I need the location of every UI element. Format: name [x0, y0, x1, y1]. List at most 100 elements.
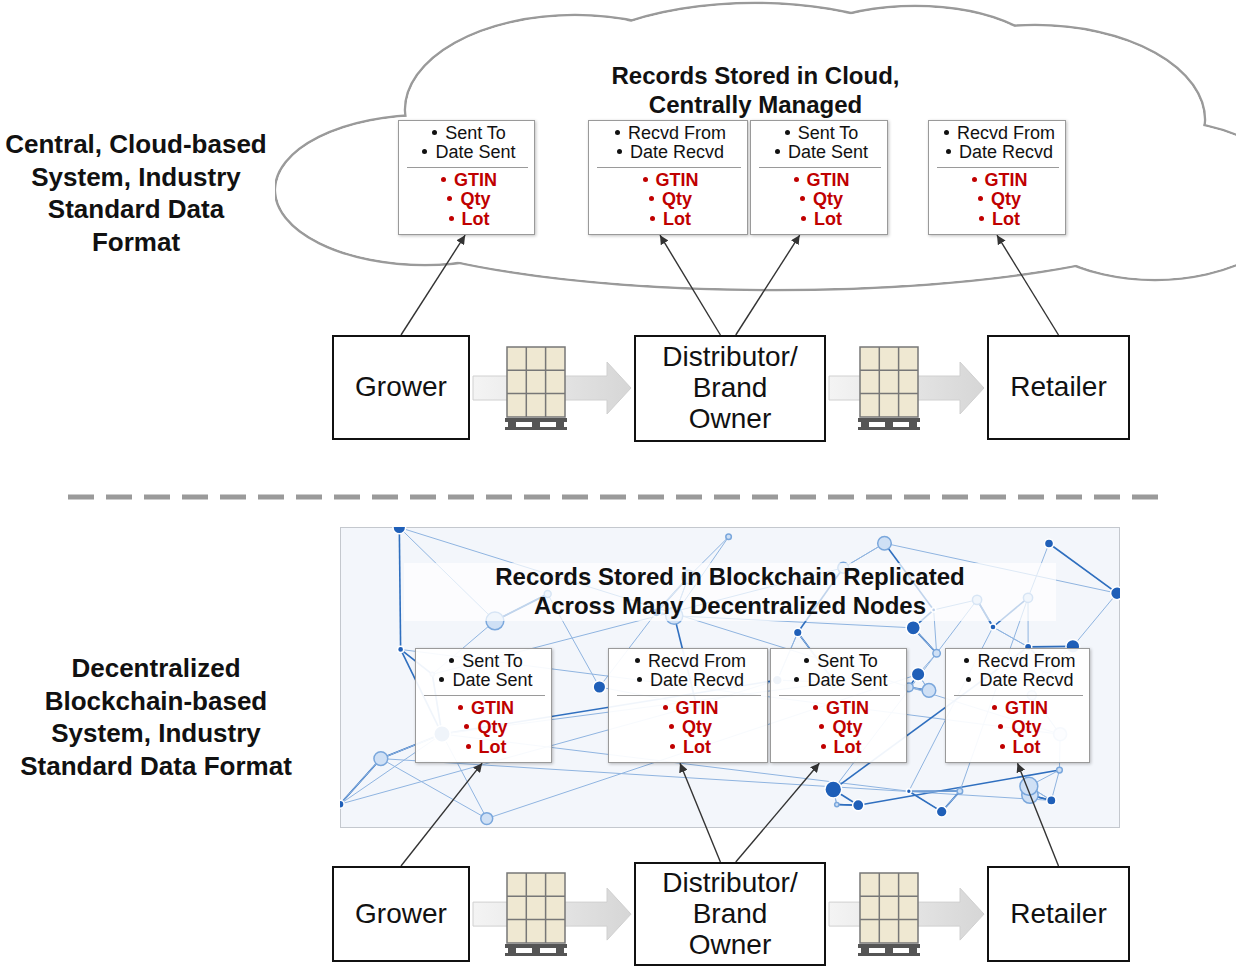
key-data-field: GTIN	[826, 698, 869, 718]
record-field: Qty	[759, 190, 881, 209]
key-data-field: Lot	[814, 209, 842, 229]
party-name: Distributor/ Brand Owner	[656, 868, 804, 960]
bullet-dot	[466, 744, 471, 749]
record-field: GTIN	[954, 695, 1083, 718]
party-name: Grower	[355, 899, 447, 930]
bullet-dot	[966, 677, 971, 682]
record-field: Date Recvd	[597, 143, 741, 162]
key-data-field: Qty	[1011, 717, 1041, 737]
record-field: Lot	[937, 210, 1059, 229]
record-field: Sent To	[759, 124, 881, 143]
bullet-dot	[946, 149, 951, 154]
key-data-field: GTIN	[676, 698, 719, 718]
record-card: Sent ToDate SentGTINQtyLot	[750, 120, 888, 235]
event-field: Date Sent	[435, 142, 515, 162]
record-field: Lot	[597, 210, 741, 229]
party-box: Distributor/ Brand Owner	[634, 335, 826, 442]
network-node	[878, 536, 892, 550]
pallet-cases	[507, 873, 565, 943]
key-data-field: GTIN	[454, 170, 497, 190]
record-field: Date Recvd	[954, 671, 1083, 690]
bullet-dot	[432, 130, 437, 135]
record-field: Qty	[424, 718, 545, 737]
key-data-field: GTIN	[656, 170, 699, 190]
network-node	[1047, 796, 1056, 805]
pallet-cases	[860, 873, 918, 943]
network-node	[990, 624, 996, 630]
key-data-field: Lot	[462, 209, 490, 229]
record-field: Sent To	[407, 124, 528, 143]
network-line	[909, 790, 960, 792]
bullet-dot	[775, 149, 780, 154]
record-field: GTIN	[424, 695, 545, 718]
key-data-field: GTIN	[807, 170, 850, 190]
bullet-dot	[637, 677, 642, 682]
record-field: Qty	[597, 190, 741, 209]
record-field: Sent To	[779, 652, 900, 671]
bullet-dot	[650, 216, 655, 221]
event-field: Date Sent	[807, 670, 887, 690]
cloud-fill	[276, 4, 1236, 288]
network-node	[481, 813, 493, 825]
record-field: Qty	[407, 190, 528, 209]
party-box: Grower	[332, 866, 470, 962]
network-node	[1111, 587, 1120, 600]
bullet-dot	[464, 724, 469, 729]
record-field: GTIN	[407, 167, 528, 190]
key-data-field: Lot	[683, 737, 711, 757]
bullet-dot	[439, 677, 444, 682]
network-line	[993, 627, 1028, 647]
event-field: Date Sent	[452, 670, 532, 690]
key-data-field: Qty	[813, 189, 843, 209]
event-field: Date Recvd	[630, 142, 724, 162]
event-field: Date Recvd	[650, 670, 744, 690]
network-node	[957, 788, 963, 794]
key-data-field: GTIN	[471, 698, 514, 718]
event-field: Sent To	[798, 123, 859, 143]
record-field: Date Sent	[424, 671, 545, 690]
record-card: Sent ToDate SentGTINQtyLot	[398, 120, 535, 235]
network-node	[936, 806, 947, 817]
pallet-icon	[858, 871, 920, 957]
bullet-dot	[944, 130, 949, 135]
pallet-icon	[505, 345, 567, 431]
network-line	[340, 759, 381, 805]
record-card: Recvd FromDate RecvdGTINQtyLot	[588, 120, 748, 235]
event-field: Recvd From	[957, 123, 1055, 143]
record-field: GTIN	[759, 167, 881, 190]
bullet-dot	[447, 196, 452, 201]
pallet-base	[858, 418, 920, 430]
record-field: GTIN	[937, 167, 1059, 190]
party-name: Retailer	[1010, 372, 1106, 403]
bullet-dot	[449, 216, 454, 221]
key-data-field: Lot	[479, 737, 507, 757]
pallet-icon	[858, 345, 920, 431]
network-line	[381, 759, 487, 819]
network-line	[399, 527, 400, 649]
record-field: Lot	[407, 210, 528, 229]
key-data-field: GTIN	[1005, 698, 1048, 718]
network-dots	[340, 527, 1120, 825]
network-node	[906, 621, 920, 635]
party-box: Grower	[332, 335, 470, 440]
party-box: Retailer	[987, 866, 1130, 962]
network-ground	[341, 528, 1120, 828]
bullet-dot	[801, 216, 806, 221]
record-field: Date Recvd	[617, 671, 761, 690]
network-node	[398, 646, 404, 652]
bullet-dot	[649, 196, 654, 201]
network-node	[1057, 767, 1063, 773]
record-card: Sent ToDate SentGTINQtyLot	[770, 648, 907, 763]
key-data-field: Lot	[663, 209, 691, 229]
record-field: Date Sent	[407, 143, 528, 162]
party-box: Distributor/ Brand Owner	[634, 862, 826, 966]
record-field: Lot	[954, 738, 1083, 757]
bullet-dot	[794, 677, 799, 682]
key-data-field: Qty	[460, 189, 490, 209]
network-line	[993, 627, 1028, 647]
cloud-region: Records Stored in Cloud, Centrally Manag…	[275, 0, 1236, 295]
network-node	[374, 752, 388, 766]
party-name: Retailer	[1010, 899, 1106, 930]
divider-line	[0, 487, 1236, 507]
network-line	[381, 759, 1052, 801]
